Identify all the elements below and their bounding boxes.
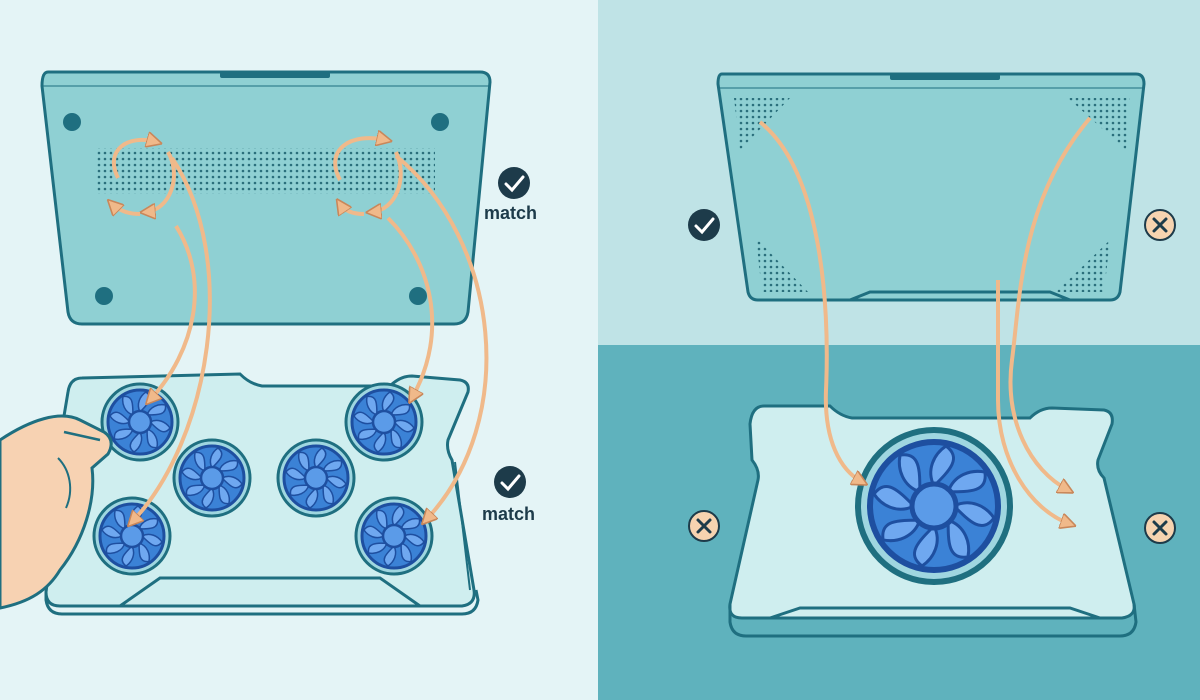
left-airflow-arrows — [132, 154, 489, 522]
left-laptop-underside — [40, 70, 492, 326]
right-cooling-pad — [728, 404, 1138, 638]
x-circle-icon — [1144, 512, 1176, 544]
match-label-bottom: match — [482, 504, 536, 524]
left-laptop-vent — [95, 148, 435, 194]
match-label-top: match — [484, 203, 538, 223]
hand-illustration — [0, 414, 113, 610]
right-laptop-underside — [716, 72, 1146, 302]
left-cooling-pad — [44, 372, 480, 616]
right-airflow-arrows — [758, 116, 1092, 524]
x-circle-icon — [1144, 209, 1176, 241]
check-circle-icon — [498, 167, 530, 199]
x-circle-icon — [688, 510, 720, 542]
large-fan — [858, 430, 1010, 582]
check-circle-icon — [494, 466, 526, 498]
check-circle-icon — [688, 209, 720, 241]
